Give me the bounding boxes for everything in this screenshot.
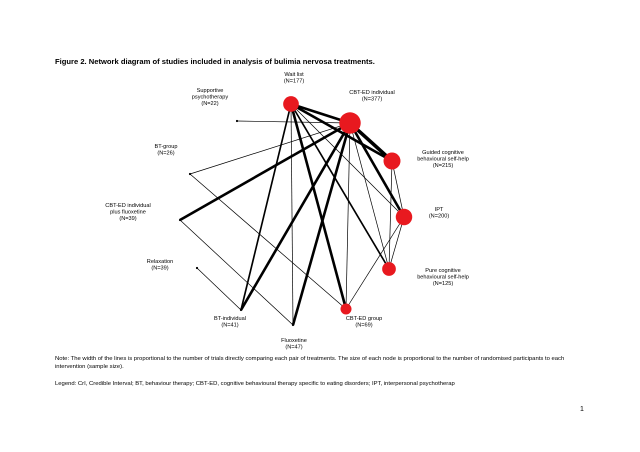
edge-waitlist-cbted_group xyxy=(289,103,348,310)
edge-cbted_individual-pure_self_help xyxy=(349,122,390,270)
node-label-line: (N=215) xyxy=(433,163,454,169)
node-label-line: Supportive xyxy=(197,88,224,94)
edge-ipt-cbted_group xyxy=(345,216,405,310)
node-label-line: (N=41) xyxy=(221,322,238,328)
figure-title: Figure 2. Network diagram of studies inc… xyxy=(55,57,375,66)
edge-waitlist-fluoxetine xyxy=(290,103,294,326)
node-cbted_individual xyxy=(339,112,361,134)
node-bt_group xyxy=(188,172,192,176)
node-label-line: (N=69) xyxy=(355,322,372,328)
node-label-bt_group: BT-group(N=26) xyxy=(154,144,177,156)
node-label-waitlist: Wait list(N=177) xyxy=(284,72,305,84)
node-label-fluoxetine: Fluoxetine(N=47) xyxy=(281,338,307,350)
edge-waitlist-pure_self_help xyxy=(290,103,390,270)
node-label-line: (N=125) xyxy=(433,281,454,287)
node-label-line: (N=26) xyxy=(157,150,174,156)
node-label-line: CBT-ED individual xyxy=(105,203,150,209)
node-label-line: Wait list xyxy=(284,72,304,78)
edge-waitlist-ipt xyxy=(290,103,405,218)
node-label-line: (N=39) xyxy=(119,216,136,222)
node-waitlist xyxy=(283,96,299,112)
node-label-line: Relaxation xyxy=(147,259,173,265)
node-label-line: psychotherapy xyxy=(192,94,229,100)
node-cbted_plus_fluoxetine xyxy=(178,218,182,222)
network-labels: Wait list(N=177)CBT-ED individual(N=377)… xyxy=(105,72,469,350)
edge-relaxation-bt_individual xyxy=(196,267,242,311)
edge-cbted_individual-cbted_plus_fluoxetine xyxy=(179,121,351,222)
node-label-cbted_group: CBT-ED group(N=69) xyxy=(346,316,382,328)
node-label-line: CBT-ED group xyxy=(346,316,382,322)
edge-cbted_individual-cbted_group xyxy=(345,122,351,310)
node-bt_individual xyxy=(239,308,243,312)
edge-waitlist-guided_self_help xyxy=(290,102,393,163)
node-label-line: (N=22) xyxy=(201,101,218,107)
node-label-line: Fluoxetine xyxy=(281,338,307,344)
edge-waitlist-bt_individual xyxy=(240,103,292,311)
edge-guided_self_help-pure_self_help xyxy=(388,160,393,270)
edge-guided_self_help-ipt xyxy=(391,160,405,218)
node-cbted_group xyxy=(340,303,352,315)
edge-cbted_individual-fluoxetine xyxy=(291,122,352,326)
edge-supportive-cbted_individual xyxy=(236,120,351,124)
node-label-line: Pure cognitive xyxy=(425,268,460,274)
node-pure_self_help xyxy=(382,262,396,276)
figure-note: Note: The width of the lines is proporti… xyxy=(55,356,565,370)
page-number: 1 xyxy=(580,406,584,413)
node-label-line: (N=177) xyxy=(284,78,305,84)
edge-cbted_individual-bt_individual xyxy=(239,122,352,311)
node-label-line: CBT-ED individual xyxy=(349,90,394,96)
edge-bt_group-cbted_group xyxy=(189,173,347,310)
node-fluoxetine xyxy=(291,323,295,327)
node-label-ipt: IPT(N=200) xyxy=(429,207,450,219)
node-label-line: behavioural self-help xyxy=(417,156,469,162)
node-label-line: behavioural self-help xyxy=(417,274,469,280)
node-label-line: plus fluoxetine xyxy=(110,209,146,215)
edge-ipt-pure_self_help xyxy=(388,216,405,270)
node-label-line: Guided cognitive xyxy=(422,150,464,156)
edge-cbted_individual-ipt xyxy=(348,122,406,218)
edge-cbted_individual-bt_group xyxy=(189,122,351,175)
node-label-line: (N=47) xyxy=(285,344,302,350)
node-label-line: (N=39) xyxy=(151,265,168,271)
figure-legend: Legend: CrI, Credible Interval; BT, beha… xyxy=(55,381,455,387)
node-ipt xyxy=(395,208,413,226)
node-label-cbted_individual: CBT-ED individual(N=377) xyxy=(349,90,394,102)
node-label-relaxation: Relaxation(N=39) xyxy=(147,259,173,271)
node-label-line: IPT xyxy=(435,207,444,213)
node-label-line: BT-group xyxy=(154,144,177,150)
node-supportive xyxy=(235,119,239,123)
node-relaxation xyxy=(195,266,199,270)
node-label-line: (N=377) xyxy=(362,96,383,102)
network-nodes xyxy=(178,96,413,327)
node-guided_self_help xyxy=(383,152,401,170)
node-label-line: (N=200) xyxy=(429,213,450,219)
node-label-bt_individual: BT-individual(N=41) xyxy=(214,316,246,328)
edge-cbted_plus_fluoxetine-fluoxetine xyxy=(179,219,294,326)
network-edges xyxy=(179,102,406,326)
node-label-line: BT-individual xyxy=(214,316,246,322)
